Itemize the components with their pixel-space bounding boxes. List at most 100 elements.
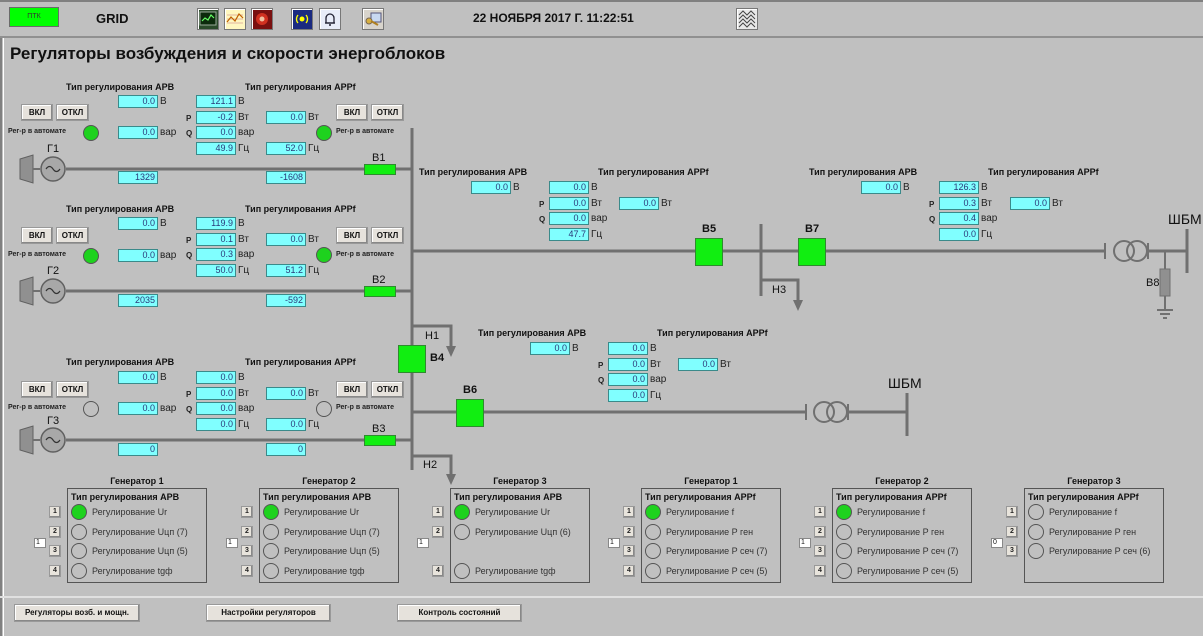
- g1-active-power: -0.2: [196, 111, 236, 124]
- g2-arrf-off-button[interactable]: ОТКЛ: [371, 227, 404, 244]
- mode-option-3-button[interactable]: 3: [49, 545, 61, 557]
- g2-arv-on-button[interactable]: ВКЛ: [21, 227, 53, 244]
- mode-panel: [832, 488, 972, 583]
- node3-frequency: 0.0: [608, 389, 648, 402]
- mode-option-2-button[interactable]: 2: [241, 526, 253, 538]
- g2-arrf-auto-label: Рег-р в автомате: [336, 251, 395, 258]
- state-control-button[interactable]: Контроль состояний: [397, 604, 522, 622]
- p-label: P: [186, 236, 192, 245]
- g2-arv-off-button[interactable]: ОТКЛ: [56, 227, 89, 244]
- mode-option-3-button[interactable]: 3: [623, 545, 635, 557]
- mode-indicator: [836, 524, 852, 540]
- key-icon[interactable]: [362, 8, 384, 30]
- excitation-power-regulators-button[interactable]: Регуляторы возб. и мощн.: [14, 604, 140, 622]
- unit-label: В: [160, 96, 167, 107]
- mode-option-2-button[interactable]: 2: [623, 526, 635, 538]
- mode-option-4-button[interactable]: 4: [432, 565, 444, 577]
- unit-label: Вт: [308, 112, 319, 123]
- bottom-navigation-bar: [0, 596, 1203, 636]
- mode-option-label: Регулирование f: [1049, 507, 1118, 517]
- breaker-b1[interactable]: [364, 164, 396, 175]
- mode-option-label: Регулирование P сеч (7): [857, 546, 959, 556]
- mode-option-1-button[interactable]: 1: [49, 506, 61, 518]
- g3-arrf-off-button[interactable]: ОТКЛ: [371, 381, 404, 398]
- mode-option-4-button[interactable]: 4: [49, 565, 61, 577]
- g3-frequency: 0.0: [196, 418, 236, 431]
- g1-arrf-on-button[interactable]: ВКЛ: [336, 104, 368, 121]
- mode-option-label: Регулирование Ur: [284, 507, 360, 517]
- chart-icon[interactable]: [224, 8, 246, 30]
- ptk-status-badge[interactable]: ПТК: [9, 7, 59, 27]
- mode-option-4-button[interactable]: 4: [623, 565, 635, 577]
- mode-option-2-button[interactable]: 2: [1006, 526, 1018, 538]
- mode-selected-value[interactable]: 1: [226, 538, 238, 548]
- breaker-b4[interactable]: [398, 345, 426, 373]
- node2-arrf-power: 0.0: [1010, 197, 1050, 210]
- trend-monitor-icon[interactable]: [197, 8, 219, 30]
- unit-label: В: [591, 182, 598, 193]
- transformer2-icon: [813, 401, 835, 423]
- mode-option-label: Регулирование Uцп (7): [92, 527, 188, 537]
- mode-option-1-button[interactable]: 1: [1006, 506, 1018, 518]
- mode-selected-value[interactable]: 1: [34, 538, 46, 548]
- g3-arrf-on-button[interactable]: ВКЛ: [336, 381, 368, 398]
- breaker-b2[interactable]: [364, 286, 396, 297]
- mode-option-3-button[interactable]: 3: [241, 545, 253, 557]
- mode-panel-title: Генератор 3: [1067, 476, 1121, 486]
- g1-arv-off-button[interactable]: ОТКЛ: [56, 104, 89, 121]
- mode-selected-value[interactable]: 1: [417, 538, 429, 548]
- breaker-b3[interactable]: [364, 435, 396, 446]
- mode-option-4-button[interactable]: 4: [241, 565, 253, 577]
- mode-option-2-button[interactable]: 2: [432, 526, 444, 538]
- regulator-settings-button[interactable]: Настройки регуляторов: [206, 604, 331, 622]
- g3-arrf-header: Тип регулирования АРРf: [245, 357, 356, 367]
- mode-panel-header: Тип регулирования АРРf: [836, 492, 947, 502]
- g2-arv-auto-label: Рег-р в автомате: [8, 251, 67, 258]
- mode-option-3-button[interactable]: 3: [814, 545, 826, 557]
- mode-selected-value[interactable]: 0: [991, 538, 1003, 548]
- mode-selected-value[interactable]: 1: [608, 538, 620, 548]
- mode-option-1-button[interactable]: 1: [432, 506, 444, 518]
- g3-arv-on-button[interactable]: ВКЛ: [21, 381, 53, 398]
- mode-option-2-button[interactable]: 2: [814, 526, 826, 538]
- network-grid-icon[interactable]: [736, 8, 758, 30]
- left-frame: [0, 38, 4, 636]
- mode-option-2-button[interactable]: 2: [49, 526, 61, 538]
- unit-label: В: [572, 343, 579, 354]
- g3-arv-off-button[interactable]: ОТКЛ: [56, 381, 89, 398]
- mode-indicator: [1028, 524, 1044, 540]
- mode-option-1-button[interactable]: 1: [623, 506, 635, 518]
- g2-arrf-on-button[interactable]: ВКЛ: [336, 227, 368, 244]
- node3-voltage: 0.0: [608, 342, 648, 355]
- generator-2-icon: [19, 276, 66, 306]
- g3-arrf-auto-indicator: [316, 401, 332, 417]
- mode-option-label: Регулирование Uцп (5): [284, 546, 380, 556]
- broadcast-icon[interactable]: [291, 8, 313, 30]
- unit-label: Гц: [981, 229, 993, 240]
- unit-label: Гц: [650, 390, 662, 401]
- q-label: Q: [929, 215, 936, 224]
- node1-arv-voltage: 0.0: [471, 181, 511, 194]
- mode-option-3-button[interactable]: 3: [1006, 545, 1018, 557]
- breaker-b4-label: В4: [430, 352, 445, 364]
- unit-label: Вт: [1052, 198, 1063, 209]
- mode-option-label: Регулирование P ген: [1049, 527, 1137, 537]
- g3-arv-auto-label: Рег-р в автомате: [8, 404, 67, 411]
- mode-option-1-button[interactable]: 1: [814, 506, 826, 518]
- breaker-b7[interactable]: [798, 238, 826, 266]
- mode-panel-title: Генератор 2: [302, 476, 356, 486]
- bell-icon[interactable]: [319, 8, 341, 30]
- h1-load-arrow: [446, 346, 456, 357]
- breaker-b5-label: В5: [702, 223, 717, 235]
- mode-option-label: Регулирование f: [666, 507, 735, 517]
- g1-arv-on-button[interactable]: ВКЛ: [21, 104, 53, 121]
- g1-label: Г1: [47, 143, 60, 155]
- record-icon[interactable]: [251, 8, 273, 30]
- unit-label: Гц: [238, 419, 250, 430]
- g1-arrf-off-button[interactable]: ОТКЛ: [371, 104, 404, 121]
- mode-option-4-button[interactable]: 4: [814, 565, 826, 577]
- mode-selected-value[interactable]: 1: [799, 538, 811, 548]
- breaker-b5[interactable]: [695, 238, 723, 266]
- mode-option-1-button[interactable]: 1: [241, 506, 253, 518]
- breaker-b6[interactable]: [456, 399, 484, 427]
